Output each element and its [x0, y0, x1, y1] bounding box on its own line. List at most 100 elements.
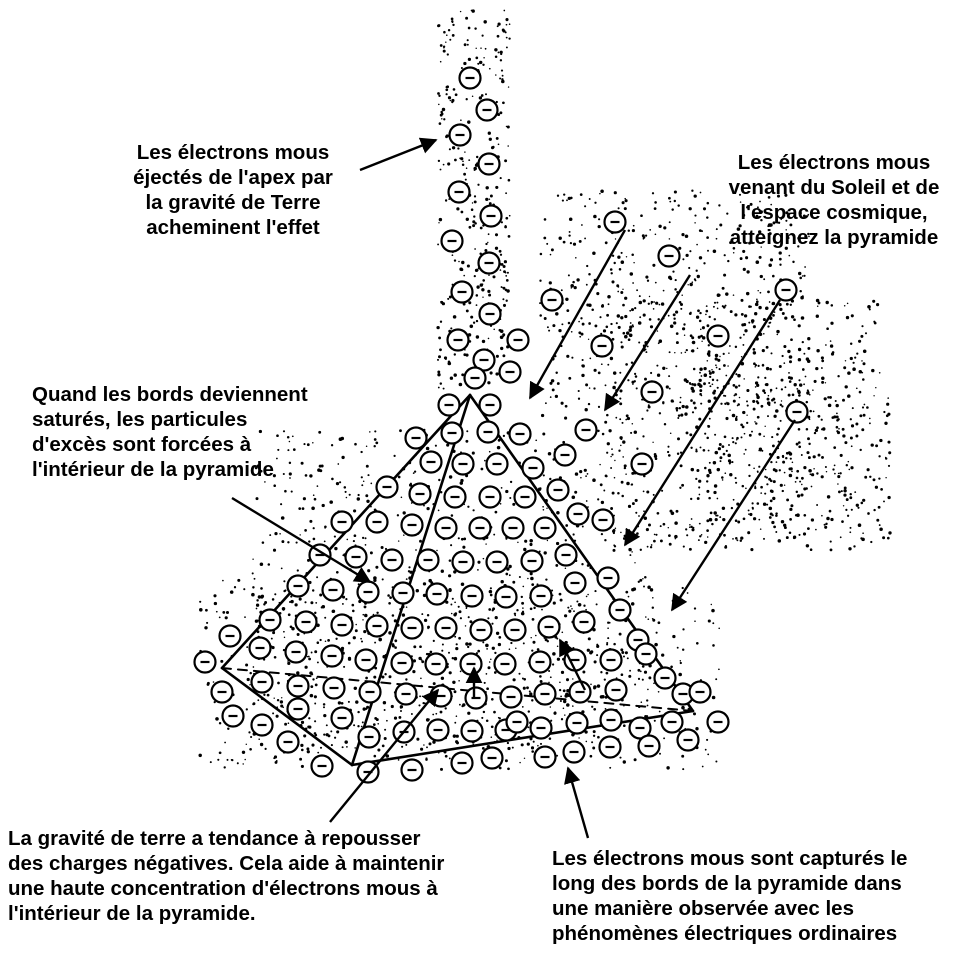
- dust-dot: [369, 431, 371, 433]
- dust-dot: [689, 311, 692, 314]
- dust-dot: [797, 357, 802, 362]
- dust-dot: [643, 516, 648, 521]
- dust-dot: [419, 539, 422, 543]
- electron: [628, 716, 652, 740]
- electron: [572, 610, 596, 634]
- dust-dot: [570, 605, 572, 607]
- dust-dot: [588, 198, 591, 200]
- dust-dot: [796, 469, 800, 473]
- dust-dot: [526, 686, 529, 690]
- dust-dot: [494, 510, 498, 514]
- electron: [533, 682, 557, 706]
- dust-dot: [537, 744, 539, 747]
- dust-dot: [556, 194, 560, 197]
- dust-dot: [205, 608, 208, 612]
- dust-dot: [842, 398, 845, 402]
- dust-dot: [284, 489, 287, 493]
- dust-dot: [450, 327, 453, 330]
- dust-dot: [612, 548, 616, 552]
- dust-dot: [624, 334, 628, 339]
- dust-dot: [558, 688, 562, 692]
- dust-dot: [312, 442, 314, 444]
- dust-dot: [453, 690, 457, 694]
- dust-dot: [749, 512, 753, 517]
- dust-dot: [776, 455, 780, 460]
- dust-dot: [611, 453, 614, 456]
- dust-dot: [531, 750, 535, 753]
- dust-dot: [669, 432, 672, 435]
- dust-dot: [592, 251, 596, 256]
- dust-dot: [439, 113, 443, 117]
- dust-dot: [464, 151, 466, 153]
- dust-dot: [622, 440, 626, 444]
- dust-dot: [741, 484, 745, 488]
- dust-dot: [719, 456, 723, 460]
- electron: [394, 682, 418, 706]
- dust-dot: [275, 457, 278, 460]
- dust-dot: [303, 443, 306, 446]
- dust-dot: [481, 716, 484, 719]
- dust-dot: [728, 444, 730, 446]
- dust-dot: [307, 655, 310, 658]
- dust-dot: [689, 523, 691, 526]
- dust-dot: [288, 461, 292, 465]
- dust-dot: [625, 590, 629, 594]
- electron: [574, 418, 598, 442]
- electron: [529, 584, 553, 608]
- dust-dot: [703, 382, 706, 386]
- electron: [450, 280, 474, 304]
- dust-dot: [597, 498, 600, 501]
- dust-dot: [455, 715, 458, 717]
- dust-dot: [698, 378, 702, 383]
- dust-dot: [855, 503, 859, 507]
- dust-dot: [482, 296, 484, 298]
- dust-dot: [727, 365, 729, 367]
- dust-dot: [778, 469, 781, 472]
- dust-dot: [746, 206, 748, 209]
- dust-dot: [815, 298, 820, 303]
- dust-dot: [459, 617, 462, 620]
- dust-dot: [711, 368, 713, 371]
- dust-dot: [711, 522, 714, 526]
- dust-dot: [505, 18, 509, 22]
- dust-dot: [772, 397, 776, 401]
- dust-dot: [315, 601, 318, 604]
- dust-dot: [470, 208, 474, 211]
- electron: [598, 735, 622, 759]
- dust-dot: [236, 762, 239, 765]
- dust-dot: [306, 747, 310, 751]
- dust-dot: [224, 741, 227, 744]
- label-edge-capture: Les électrons mous sont capturés le long…: [552, 846, 907, 946]
- dust-dot: [706, 360, 709, 362]
- dust-dot: [316, 641, 320, 644]
- dust-dot: [609, 268, 613, 271]
- dust-dot: [468, 159, 471, 162]
- dust-dot: [374, 430, 377, 433]
- dust-dot: [453, 259, 457, 262]
- electron-particles: [193, 66, 809, 784]
- dust-dot: [534, 449, 537, 453]
- dust-dot: [669, 200, 672, 203]
- dust-dot: [212, 681, 215, 683]
- dust-dot: [844, 441, 848, 445]
- dust-dot: [553, 711, 557, 715]
- dust-dot: [682, 327, 686, 331]
- dust-dot: [756, 206, 759, 209]
- dust-dot: [217, 758, 220, 761]
- dust-dot: [568, 376, 572, 380]
- dust-dot: [645, 351, 648, 354]
- dust-dot: [468, 642, 472, 646]
- dust-dot: [542, 474, 545, 477]
- dust-dot: [314, 702, 317, 705]
- dust-dot: [485, 719, 489, 723]
- dust-dot: [343, 486, 347, 489]
- dust-dot: [471, 95, 474, 97]
- dust-dot: [794, 481, 797, 483]
- dust-dot: [496, 445, 501, 450]
- dust-dot: [809, 473, 812, 476]
- dust-dot: [562, 689, 566, 693]
- dust-dot: [484, 459, 486, 462]
- dust-dot: [690, 446, 693, 449]
- electron: [447, 180, 471, 204]
- dust-dot: [641, 398, 644, 401]
